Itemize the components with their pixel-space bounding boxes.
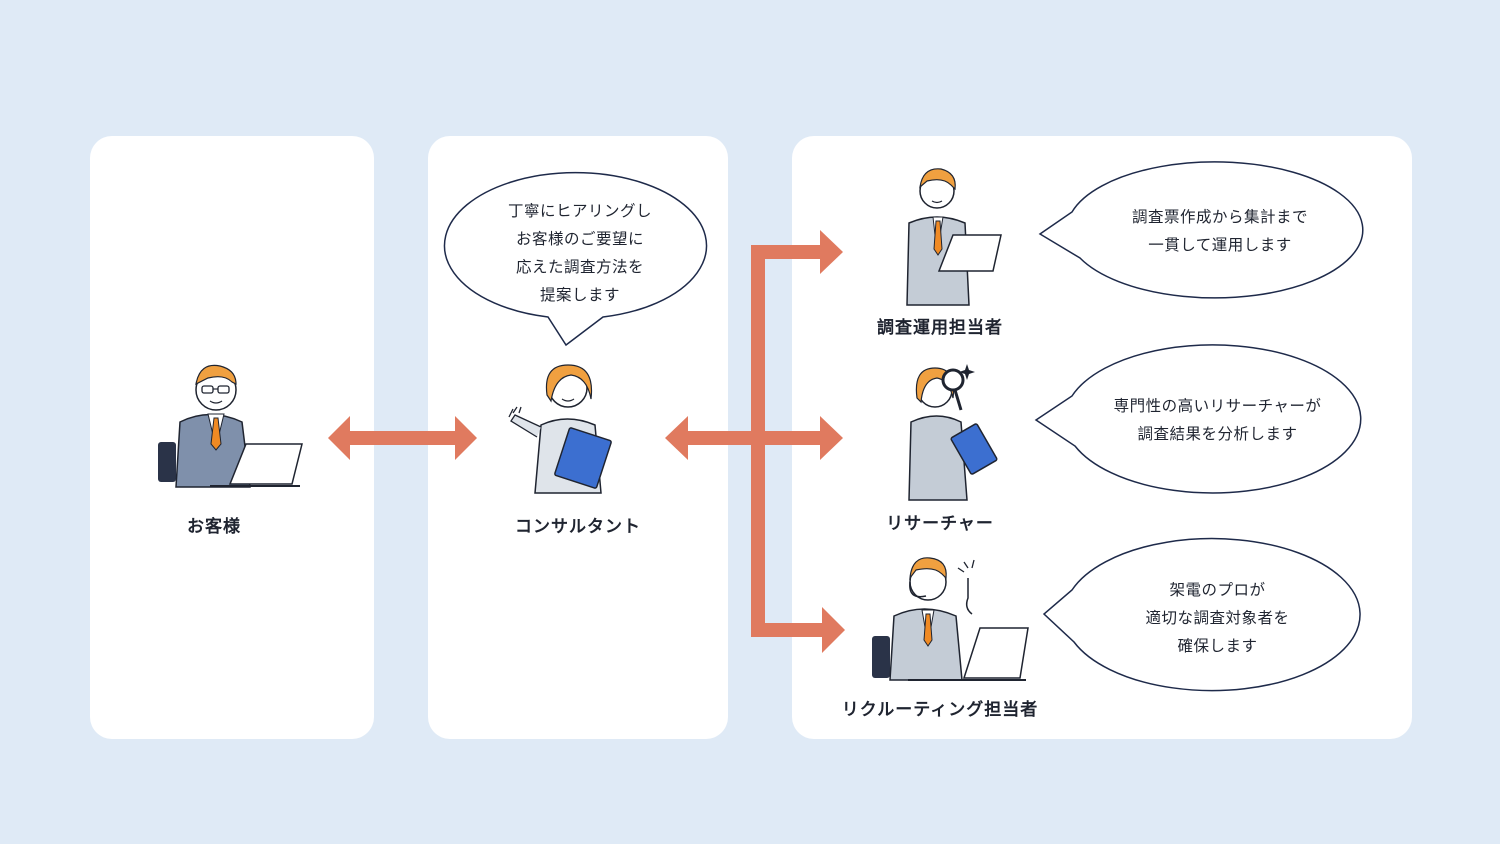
recruiter-label: リクルーティング担当者 xyxy=(841,700,1039,720)
operator-speech-text: 調査票作成から集計まで 一貫して運用します xyxy=(1085,203,1355,259)
speech-line: 確保します xyxy=(1177,637,1258,655)
speech-line: 専門性の高いリサーチャーが xyxy=(1113,397,1322,415)
researcher-speech-bubble xyxy=(1034,344,1362,494)
customer-laptop-icon xyxy=(158,364,303,488)
consultant-label: コンサルタント xyxy=(515,517,641,537)
branch-arrow-bottom xyxy=(822,607,845,653)
speech-line: 調査結果を分析します xyxy=(1137,425,1298,443)
speech-line: 丁寧にヒアリングし xyxy=(507,202,652,220)
speech-line: 架電のプロが xyxy=(1169,581,1266,599)
recruiter-headset-icon xyxy=(872,557,1029,681)
researcher-label: リサーチャー xyxy=(886,514,994,534)
speech-line: 提案します xyxy=(539,286,620,304)
speech-line: 応えた調査方法を xyxy=(515,258,644,276)
speech-line: お客様のご要望に xyxy=(515,230,644,248)
operator-speech-bubble xyxy=(1038,161,1364,299)
operator-laptop-icon xyxy=(906,168,1002,306)
speech-line: 調査票作成から集計まで xyxy=(1131,208,1308,226)
recruiter-speech-text: 架電のプロが 適切な調査対象者を 確保します xyxy=(1085,576,1350,660)
branch-arrow-top xyxy=(820,230,843,274)
customer-consultant-arrow xyxy=(328,416,477,460)
customer-label: お客様 xyxy=(187,517,241,537)
speech-line: 一貫して運用します xyxy=(1148,236,1292,254)
researcher-magnifier-icon xyxy=(908,364,998,501)
operator-label: 調査運用担当者 xyxy=(877,318,1003,338)
consultant-speech-bubble xyxy=(443,171,708,347)
consultant-folder-icon xyxy=(508,364,612,494)
consultant-speech-text: 丁寧にヒアリングし お客様のご要望に 応えた調査方法を 提案します xyxy=(470,197,690,309)
speech-line: 適切な調査対象者を xyxy=(1145,609,1290,627)
recruiter-speech-bubble xyxy=(1042,537,1361,692)
researcher-speech-text: 専門性の高いリサーチャーが 調査結果を分析します xyxy=(1080,392,1355,448)
branch-trunk xyxy=(751,246,765,637)
